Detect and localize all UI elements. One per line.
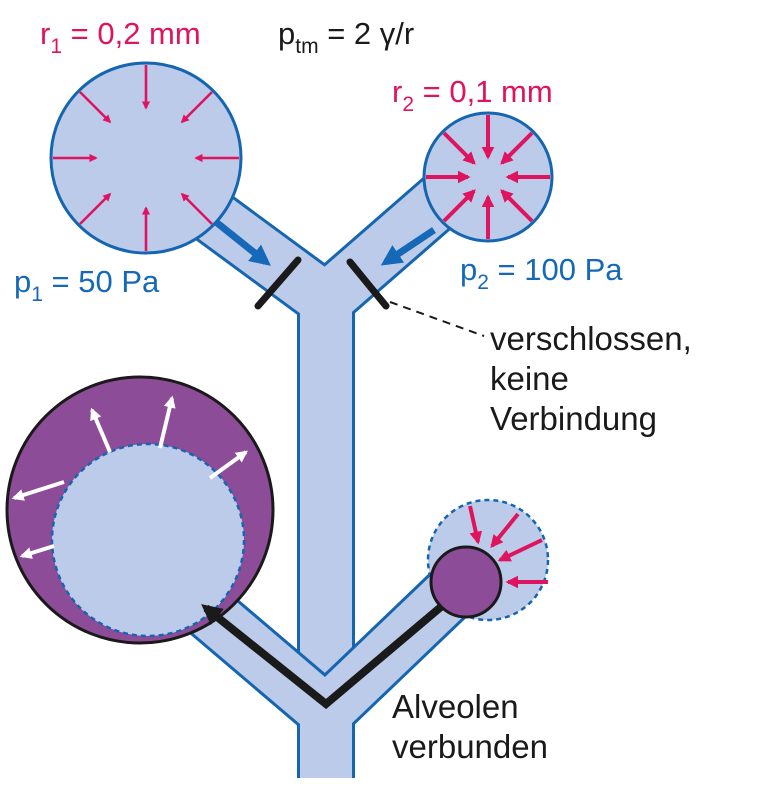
radius2-label: r2 = 0,1 mm [392, 74, 553, 116]
pressure-arrow [500, 189, 534, 223]
flow-arrow-right [380, 227, 436, 266]
closure-bar-left [254, 256, 302, 310]
closed-label-line3: Verbindung [490, 400, 657, 437]
pressure2-label: p2 = 100 Pa [460, 252, 623, 294]
pressure-arrow [79, 192, 112, 225]
pressure-arrow [442, 189, 476, 223]
bottom-panel-connected: Alveolen verbunden [5, 375, 550, 778]
pressure-arrow [442, 131, 476, 165]
expansion-arrows [11, 395, 248, 559]
pressure-arrow [180, 192, 213, 225]
expansion-arrow [11, 480, 65, 501]
pressure1-label: p1 = 50 Pa [14, 264, 160, 306]
air-flow-arrow [201, 602, 445, 710]
formula-label: ptm = 2 γ/r [278, 16, 414, 58]
collapse-pressure-arrows [468, 505, 548, 589]
pressure-arrow [500, 131, 534, 165]
radius1-label: r1 = 0,2 mm [40, 16, 201, 58]
pressure-arrow [79, 91, 112, 124]
pressure-arrow [497, 538, 543, 562]
expansion-arrow [19, 544, 55, 559]
pressure-arrow [468, 505, 483, 545]
flow-arrow-left [213, 219, 271, 266]
closure-bar-right [346, 258, 390, 310]
closed-label-line1: verschlossen, [490, 320, 692, 357]
pressure-arrow [490, 512, 520, 548]
expansion-arrow [158, 395, 176, 449]
expanded-alveolus-inner [50, 442, 246, 638]
pressure-arrow [180, 91, 213, 124]
small-alveolus-pressure-arrows [426, 115, 550, 239]
small-alveolus-collapsed [429, 545, 503, 619]
connected-label-line1: Alveolen [392, 688, 519, 725]
large-alveolus-pressure-arrows [53, 65, 239, 251]
expansion-arrow [208, 450, 248, 480]
closed-label-line2: keine [490, 360, 569, 397]
expansion-arrow [90, 407, 112, 453]
closed-label-leader [389, 301, 485, 337]
connected-label-line2: verbunden [392, 728, 548, 765]
top-panel-closed: r1 = 0,2 mm ptm = 2 γ/r r2 = 0,1 mm p1 =… [14, 16, 692, 778]
